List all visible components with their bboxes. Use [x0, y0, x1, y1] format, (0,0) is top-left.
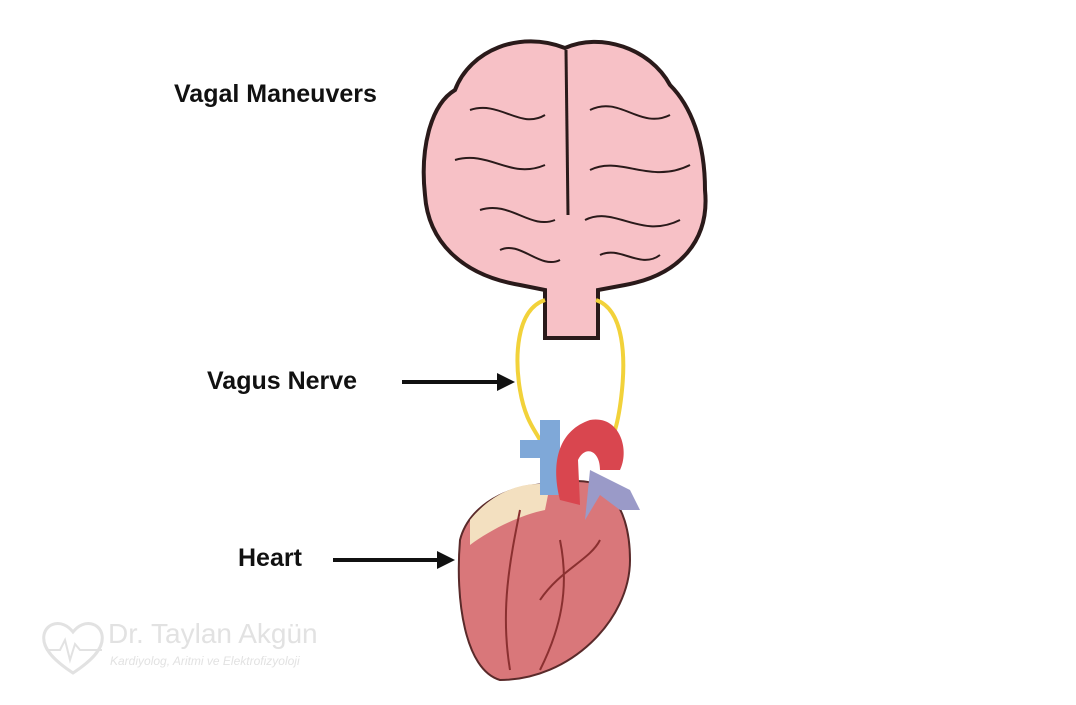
watermark: Dr. Taylan Akgün Kardiyolog, Aritmi ve E…	[40, 618, 318, 683]
heart-ecg-logo-icon	[42, 622, 104, 675]
vagus-nerve-label: Vagus Nerve	[207, 367, 358, 395]
watermark-name: Dr. Taylan Akgün	[108, 618, 318, 649]
heart-label: Heart	[238, 544, 302, 572]
nerve-arrow	[402, 373, 515, 391]
vagus-nerve	[515, 298, 626, 441]
heart-arrow	[333, 551, 455, 569]
title-label: Vagal Maneuvers	[174, 80, 377, 108]
brain-illustration	[421, 39, 708, 340]
heart-illustration	[457, 419, 640, 682]
watermark-subtitle: Kardiyolog, Aritmi ve Elektrofizyoloji	[110, 654, 300, 668]
